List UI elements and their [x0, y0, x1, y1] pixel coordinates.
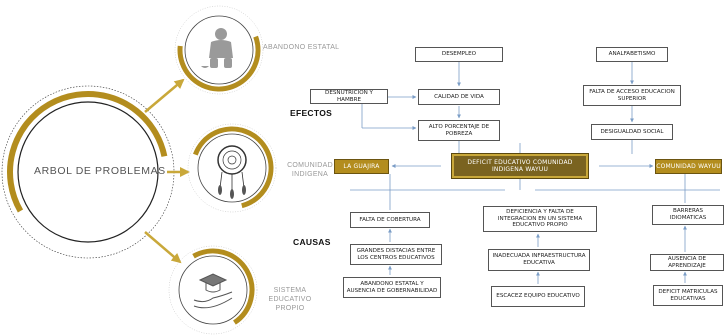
cause-deficit-matriculas: DEFICIT MATRICULAS EDUCATIVAS: [653, 285, 723, 306]
effect-desigualdad: DESIGUALDAD SOCIAL: [591, 124, 673, 140]
main-circle: [1, 85, 175, 259]
circle-comunidad-indigena: [187, 123, 277, 213]
label-abandono-estatal: ABANDONO ESTATAL: [263, 44, 340, 51]
effect-analfabetismo: ANALFABETISMO: [596, 47, 668, 62]
effects-label: EFECTOS: [290, 108, 333, 118]
effect-pobreza: ALTO PORCENTAJE DE POBREZA: [418, 120, 500, 141]
effect-desempleo: DESEMPLEO: [415, 47, 503, 62]
diagram-connectors: [350, 62, 720, 284]
effect-desnutricion: DESNUTRICION Y HAMBRE: [310, 89, 388, 104]
effect-calidad-vida: CALIDAD DE VIDA: [418, 89, 500, 105]
cause-falta-cobertura: FALTA DE COBERTURA: [350, 212, 430, 228]
dreamcatcher-icon: [217, 145, 247, 199]
main-title: ARBOL DE PROBLEMAS: [34, 165, 166, 177]
cause-barreras: BARRERAS IDIOMATICAS: [652, 205, 724, 225]
circle-sistema-educativo: [168, 245, 258, 335]
region-la-guajira: LA GUAJIRA: [334, 159, 389, 174]
graduation-cap-hand-icon: [193, 273, 233, 309]
cause-distancias: GRANDES DISTACIAS ENTRE LOS CENTROS EDUC…: [350, 244, 442, 265]
label-comunidad-indigena: COMUNIDAD INDIGENA: [287, 162, 333, 178]
circle-abandono-estatal: [174, 5, 264, 95]
region-comunidad-wayuu: COMUNIDAD WAYUU: [655, 159, 722, 174]
central-problem: DEFICIT EDUCATIVO COMUNIDAD INDIGENA WAY…: [452, 154, 588, 178]
label-sistema-educativo: SISTEMA EDUCATIVO PROPIO: [268, 287, 312, 312]
cause-infraestructura: INADECUADA INFRAESTRUCTURA EDUCATIVA: [488, 249, 590, 271]
effect-falta-acceso: FALTA DE ACCESO EDUCACION SUPERIOR: [583, 85, 681, 106]
cause-ausencia-aprendizaje: AUSENCIA DE APRENDIZAJE: [650, 254, 724, 271]
cause-deficiencia: DEFICIENCIA Y FALTA DE INTEGRACION EN UN…: [483, 206, 597, 232]
cause-escacez: ESCACEZ EQUIPO EDUCATIVO: [491, 286, 585, 307]
connector-arrows: [144, 78, 190, 264]
causes-label: CAUSAS: [293, 237, 331, 247]
cause-abandono: ABANDONO ESTATAL Y AUSENCIA DE GOBERNABI…: [343, 277, 441, 298]
person-sitting-icon: [201, 28, 233, 68]
